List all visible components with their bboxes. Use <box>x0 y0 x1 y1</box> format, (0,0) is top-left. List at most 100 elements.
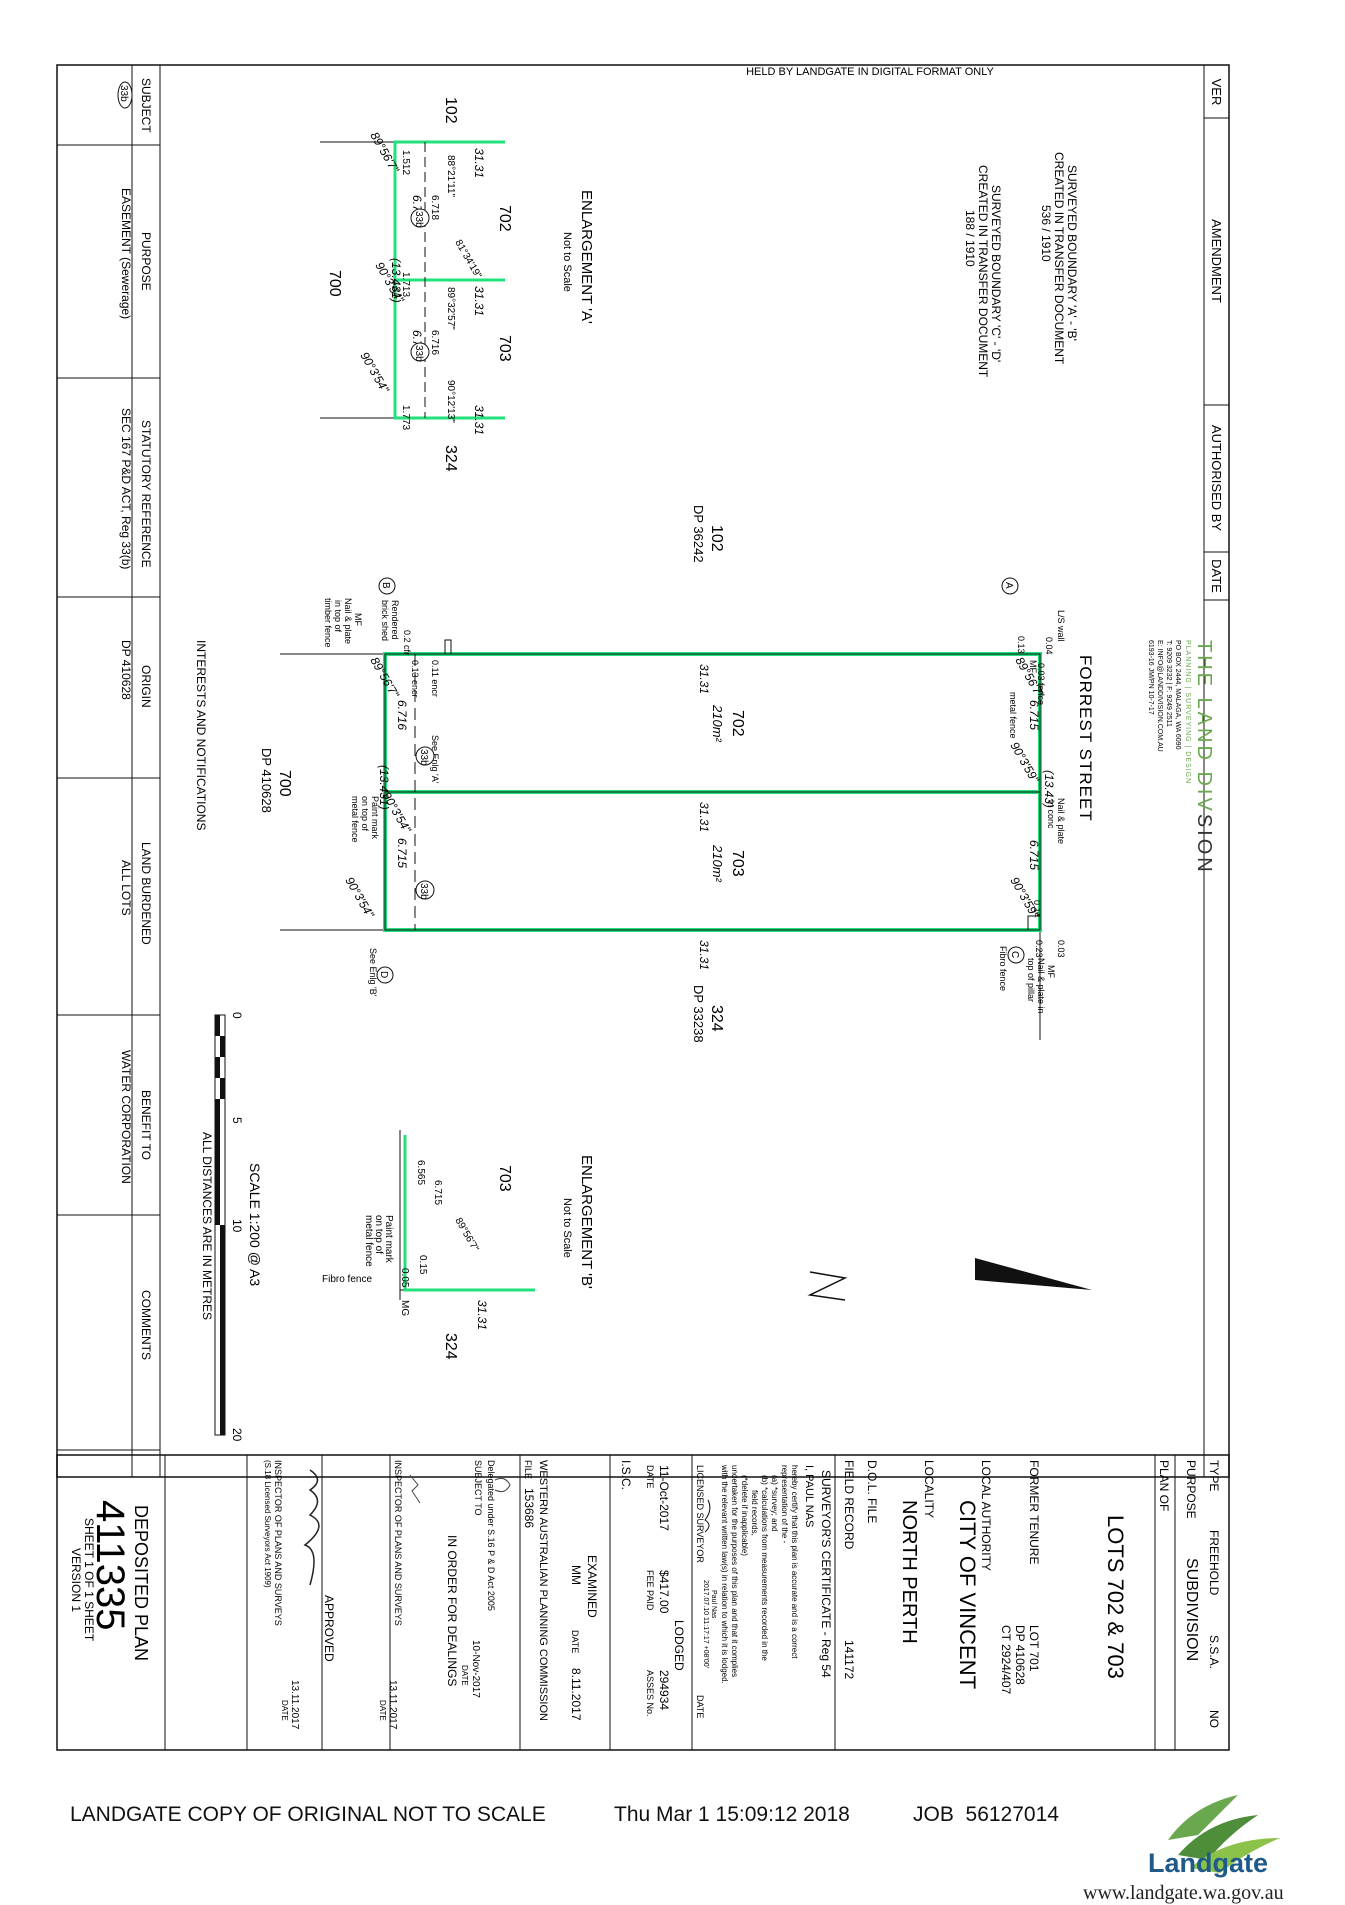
inspector2-signature <box>303 1469 320 1586</box>
tb-cert-line: undertaken for the purposes of this plan… <box>730 1465 739 1677</box>
tb-wapc: WESTERN AUSTRALIAN PLANNING COMMISSION <box>537 1460 549 1721</box>
enl-b-label: Fibro fence <box>322 1274 372 1285</box>
tb-cert-line: (b) *calculations from measurements reco… <box>760 1475 769 1661</box>
annot: Nail & plate in <box>1036 958 1046 1014</box>
lot-702-number: 702 <box>729 710 746 737</box>
held-by-note: HELD BY LANDGATE IN DIGITAL FORMAT ONLY <box>746 66 994 78</box>
enl-a-label: 6.718 <box>429 195 440 220</box>
annot: 0.2 cfr <box>402 630 412 655</box>
tb-former-label: FORMER TENURE <box>1027 1460 1041 1564</box>
enl-b-label: MG <box>399 1300 410 1316</box>
logo-tagline: PLANNING | SURVEYING | DESIGN <box>1184 640 1191 784</box>
easement-label: 33b <box>418 749 429 766</box>
enl-a-lot-702: 702 <box>496 205 513 232</box>
tb-approved: APPROVED <box>322 1595 336 1662</box>
tb-cert-body: I, PAUL NAS hereby certify that this pla… <box>695 1464 815 1718</box>
tb-cert-line: with the relevant written law(s) in rela… <box>720 1464 729 1684</box>
annot: Nail & plate <box>343 598 353 644</box>
tb-former-value: LOT 701 <box>1027 1625 1041 1672</box>
lot-703-area: 210m² <box>710 844 725 883</box>
lot-102-dp: DP 36242 <box>691 505 706 563</box>
amendment-table: VER AMENDMENT AUTHORISED BY DATE <box>1203 65 1229 1477</box>
tb-lodged-label: LODGED <box>672 1620 686 1671</box>
enl-a-lot-102: 102 <box>442 97 459 124</box>
tb-asses-label: ASSES No. <box>645 1670 655 1717</box>
annot: metal fence <box>1008 692 1018 739</box>
tb-version: VERSION 1 <box>69 1548 83 1612</box>
tb-purpose-value: SUBDIVISION <box>1183 1558 1200 1661</box>
tb-la-value: CITY OF VINCENT <box>955 1500 980 1689</box>
interests-header: LAND BURDENED <box>139 842 153 945</box>
tb-former-value: CT 2924/407 <box>999 1625 1013 1694</box>
annot: 0.11 encr <box>430 660 440 697</box>
annot: MF <box>1028 660 1038 673</box>
annot: brick shed <box>380 600 390 641</box>
interests-header: STATUTORY REFERENCE <box>139 420 153 568</box>
enl-a-lot-700: 700 <box>326 270 343 297</box>
enl-a-label: 6.716 <box>429 330 440 355</box>
note-ab-2: CREATED IN TRANSFER DOCUMENT <box>1052 152 1066 365</box>
corner-marker-a <box>1001 577 1019 595</box>
tb-inspector1: INSPECTOR OF PLANS AND SURVEYS <box>393 1460 403 1626</box>
tb-cert-line: field records, <box>750 1490 759 1536</box>
scale-tick: 0 <box>230 1012 244 1019</box>
enl-b-lot-703: 703 <box>496 1165 513 1192</box>
north-arrow <box>807 1258 1092 1301</box>
inspector1-signature <box>409 1474 421 1504</box>
easement-marker <box>415 746 435 766</box>
scale-label: SCALE 1:200 @ A3 <box>247 1163 263 1286</box>
tb-delegated-date: 10-Nov-2017 <box>470 1640 481 1698</box>
note-cd-1: SURVEYED BOUNDARY 'C' - 'D' <box>989 185 1003 362</box>
lot-700-dp: DP 410628 <box>259 748 274 813</box>
lot-324-number: 324 <box>708 1005 725 1032</box>
tb-file-label: FILE <box>523 1460 533 1479</box>
tb-field-value: 141172 <box>842 1640 856 1679</box>
tb-cert-line: (a) *survey; and <box>770 1475 779 1531</box>
annot: MF <box>1046 965 1056 978</box>
enlargement-a-title: ENLARGEMENT 'A' <box>578 190 595 324</box>
annot: in top of <box>333 600 343 633</box>
enl-b-label: 31.31 <box>475 1300 489 1330</box>
interests-table: INTERESTS AND NOTIFICATIONS SUBJECT PURP… <box>57 65 208 1477</box>
tb-lodged-date: 11-Oct-2017 <box>657 1465 671 1531</box>
dim-label: 6.715 <box>1027 700 1041 730</box>
tb-la-label: LOCAL AUTHORITY <box>979 1460 993 1571</box>
footer-copy-note: LANDGATE COPY OF ORIGINAL NOT TO SCALE <box>70 1803 546 1826</box>
landgate-url[interactable]: www.landgate.wa.gov.au <box>1083 1882 1284 1904</box>
tb-inspector2: INSPECTOR OF PLANS AND SURVEYS <box>273 1460 283 1626</box>
enlargement-b: ENLARGEMENT 'B' Not to Scale 703 324 31.… <box>322 1130 595 1360</box>
annot: on top of <box>360 796 370 832</box>
dim-label: 6.715 <box>395 838 409 868</box>
corner-label-c: C <box>1009 951 1020 958</box>
annot: Rendered <box>390 600 400 640</box>
interests-cell-origin: DP 410628 <box>119 640 133 700</box>
annot: See Enlg 'B' <box>368 948 378 997</box>
scale-bar: ALL DISTANCES ARE IN METRES SCALE 1:200 … <box>200 1012 263 1442</box>
interests-header: BENEFIT TO <box>139 1090 153 1160</box>
tb-subject-to: SUBJECT TO <box>473 1460 483 1516</box>
tb-file-value: 153686 <box>522 1488 536 1528</box>
tb-date-label: DATE <box>695 1695 705 1718</box>
corner-label-a: A <box>1003 582 1014 589</box>
corner-marker-d <box>376 966 394 984</box>
note-ab-3: 536 / 1910 <box>1039 205 1053 262</box>
amendment-header-amendment: AMENDMENT <box>1209 219 1224 303</box>
lot-703-number: 703 <box>729 850 746 877</box>
easement-label: 33b <box>413 345 424 362</box>
tb-sheet: SHEET 1 OF 1 SHEET <box>82 1518 96 1642</box>
tb-delegated: Delegated under S.16 P & D Act 2005 <box>486 1460 496 1611</box>
interests-header: PURPOSE <box>139 232 153 291</box>
logo-line-2: T: 9209 3232 | F: 9249 2511 <box>1165 640 1172 727</box>
wapc-signature <box>494 1477 511 1493</box>
tb-ssa-label: S.S.A. <box>1207 1635 1221 1669</box>
tb-in-order: IN ORDER FOR DEALINGS <box>445 1535 459 1686</box>
easement-label: 33b <box>418 883 429 900</box>
annot: See Enlg 'A' <box>430 735 440 784</box>
dim-label: (13.43) <box>1042 770 1056 808</box>
logo-line-3: E: INFO@LANDDIVISION.COM.AU <box>1156 640 1163 752</box>
tb-purpose-label: PURPOSE <box>1184 1460 1198 1519</box>
enl-b-label: metal fence <box>363 1215 374 1267</box>
corner-label-d: D <box>378 971 389 978</box>
annot: L/S wall <box>1056 610 1066 642</box>
easement-marker <box>410 208 430 228</box>
